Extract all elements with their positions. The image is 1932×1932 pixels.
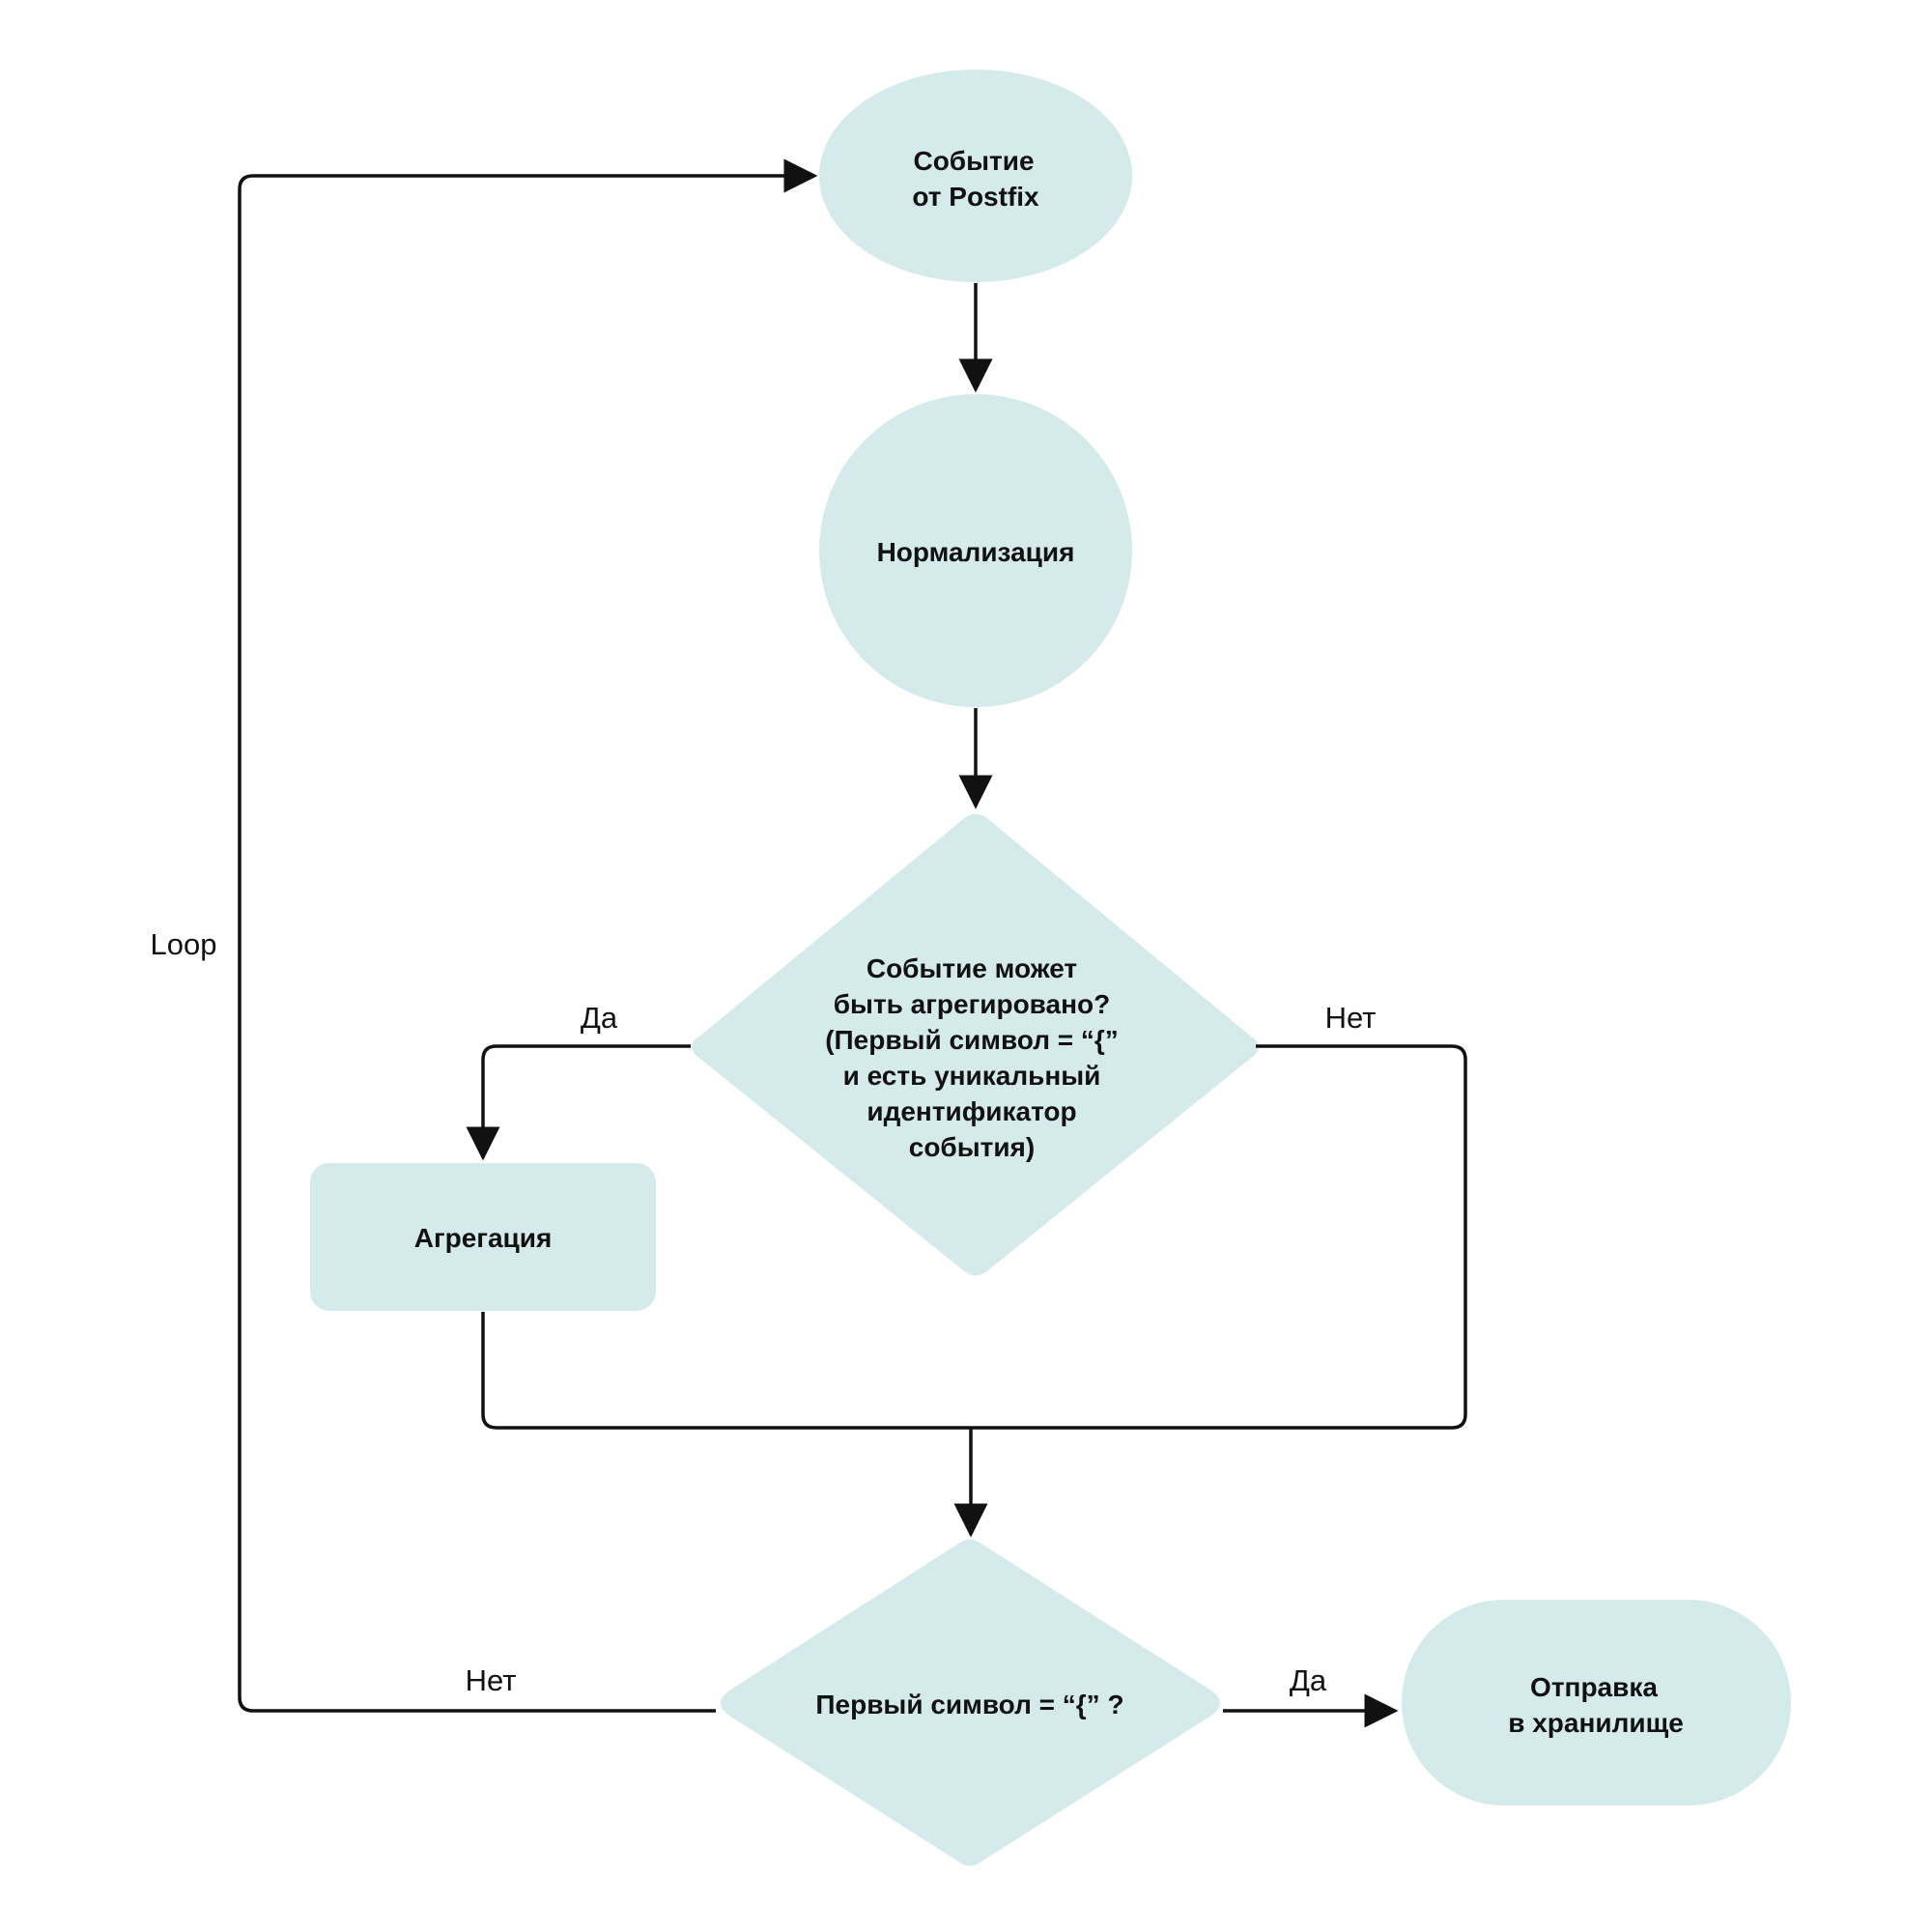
aggregate-decision-line4: и есть уникальный bbox=[843, 1061, 1101, 1091]
aggregate-decision-line6: события) bbox=[909, 1132, 1035, 1162]
normalization-label: Нормализация bbox=[877, 537, 1075, 567]
aggregate-decision-diamond bbox=[692, 813, 1259, 1276]
normalization-circle bbox=[819, 394, 1132, 707]
event-ellipse bbox=[819, 70, 1132, 282]
aggregate-no-label: Нет bbox=[1325, 1001, 1377, 1035]
aggregation-label: Агрегация bbox=[414, 1223, 553, 1253]
aggregation-node: Агрегация bbox=[310, 1163, 656, 1311]
send-to-storage-pill bbox=[1402, 1600, 1791, 1805]
first-char-yes-label: Да bbox=[1290, 1663, 1327, 1697]
aggregation-rect bbox=[310, 1163, 656, 1311]
send-to-storage-line1: Отправка bbox=[1530, 1672, 1658, 1702]
edge-decision-no-to-merge bbox=[971, 1044, 1467, 1430]
edge-loop-back-to-event bbox=[238, 158, 818, 1713]
loop-label: Loop bbox=[151, 927, 217, 961]
edge-aggregation-to-merge bbox=[481, 1312, 971, 1430]
aggregate-decision-line1: Событие может bbox=[867, 953, 1077, 983]
event-label-line2: от Postfix bbox=[912, 182, 1039, 212]
aggregate-decision-line5: идентификатор bbox=[867, 1096, 1076, 1126]
send-to-storage-node: Отправка в хранилище bbox=[1402, 1600, 1791, 1805]
first-char-decision-node: Первый символ = “{” ? bbox=[721, 1539, 1220, 1866]
aggregate-decision-node: Событие может быть агрегировано? (Первый… bbox=[692, 813, 1259, 1276]
aggregate-decision-line2: быть агрегировано? bbox=[834, 989, 1110, 1019]
edge-decision-yes-to-aggregation bbox=[466, 1044, 691, 1161]
first-char-decision-diamond bbox=[721, 1539, 1220, 1866]
first-char-no-label: Нет bbox=[466, 1663, 517, 1697]
event-label-line1: Событие bbox=[913, 146, 1034, 176]
first-char-decision-label: Первый символ = “{” ? bbox=[815, 1690, 1123, 1719]
normalization-node: Нормализация bbox=[819, 394, 1132, 707]
event-node: Событие от Postfix bbox=[819, 70, 1132, 282]
send-to-storage-line2: в хранилище bbox=[1508, 1708, 1684, 1738]
aggregate-decision-line3: (Первый символ = “{” bbox=[825, 1025, 1119, 1055]
aggregate-yes-label: Да bbox=[581, 1001, 618, 1035]
